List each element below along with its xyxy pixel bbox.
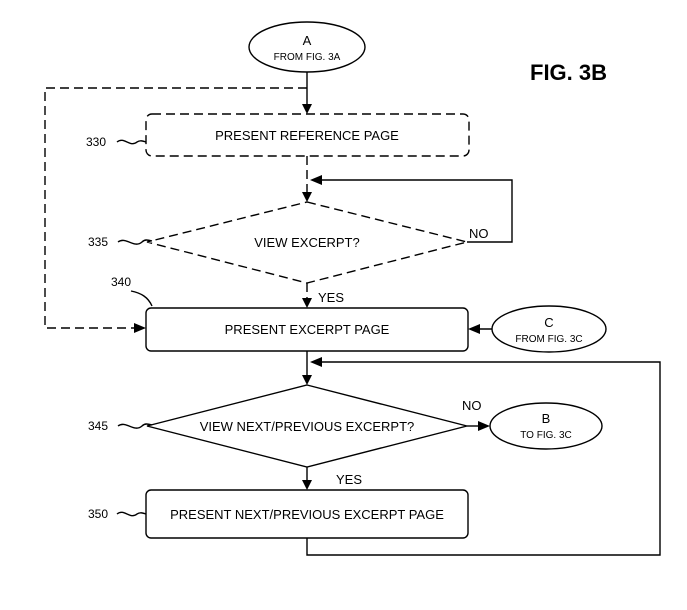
connector-c-letter: C [544,315,553,330]
arrowhead [302,104,312,114]
arrowhead [478,421,490,431]
connector-c-text: FROM FIG. 3C [515,334,582,345]
no-loop-line-335 [314,179,513,243]
step-330-ref: 330 [86,135,106,149]
connector-a-letter: A [303,33,312,48]
decision-335-ref: 335 [88,235,108,249]
d345-no-label: NO [462,398,482,413]
step-350-ref: 350 [88,507,108,521]
d335-yes-label: YES [318,290,344,305]
step-330: PRESENT REFERENCE PAGE 330 [86,113,470,157]
decision-335: VIEW EXCERPT? 335 [88,201,468,284]
arrowhead [310,357,322,367]
arrowhead [302,192,312,202]
arrowhead [302,480,312,490]
arrowhead [310,175,322,185]
connector-b-text: TO FIG. 3C [520,430,572,441]
decision-335-leader [117,239,153,245]
arrowhead [134,323,146,333]
connector-a-text: FROM FIG. 3A [274,52,341,63]
step-330-text: PRESENT REFERENCE PAGE [215,128,399,143]
decision-335-text: VIEW EXCERPT? [254,235,359,250]
decision-345-leader [117,423,153,429]
step-330-box [145,113,470,157]
step-350-leader [116,511,147,517]
dashed-bypass-line [44,87,307,329]
connector-c: C FROM FIG. 3C [491,305,607,353]
step-330-leader [116,139,147,145]
step-340-leader [130,290,153,307]
arrowhead [302,298,312,308]
loop-line-350-to-345 [306,361,661,556]
figure-label: FIG. 3B [530,60,607,85]
arrowhead [302,375,312,385]
step-340-text: PRESENT EXCERPT PAGE [225,322,390,337]
decision-345-text: VIEW NEXT/PREVIOUS EXCERPT? [200,419,415,434]
step-350-text: PRESENT NEXT/PREVIOUS EXCERPT PAGE [170,507,444,522]
connector-b-oval [489,402,603,450]
connector-a: A FROM FIG. 3A [248,21,366,73]
step-340-ref: 340 [111,275,131,289]
decision-345-ref: 345 [88,419,108,433]
connector-b: B TO FIG. 3C [489,402,603,450]
connector-b-letter: B [542,411,551,426]
step-350: PRESENT NEXT/PREVIOUS EXCERPT PAGE 350 [88,489,469,539]
d345-yes-label: YES [336,472,362,487]
d335-no-label: NO [469,226,489,241]
decision-345: VIEW NEXT/PREVIOUS EXCERPT? 345 [88,384,468,468]
arrowhead [468,324,480,334]
step-340: PRESENT EXCERPT PAGE 340 [111,275,469,352]
